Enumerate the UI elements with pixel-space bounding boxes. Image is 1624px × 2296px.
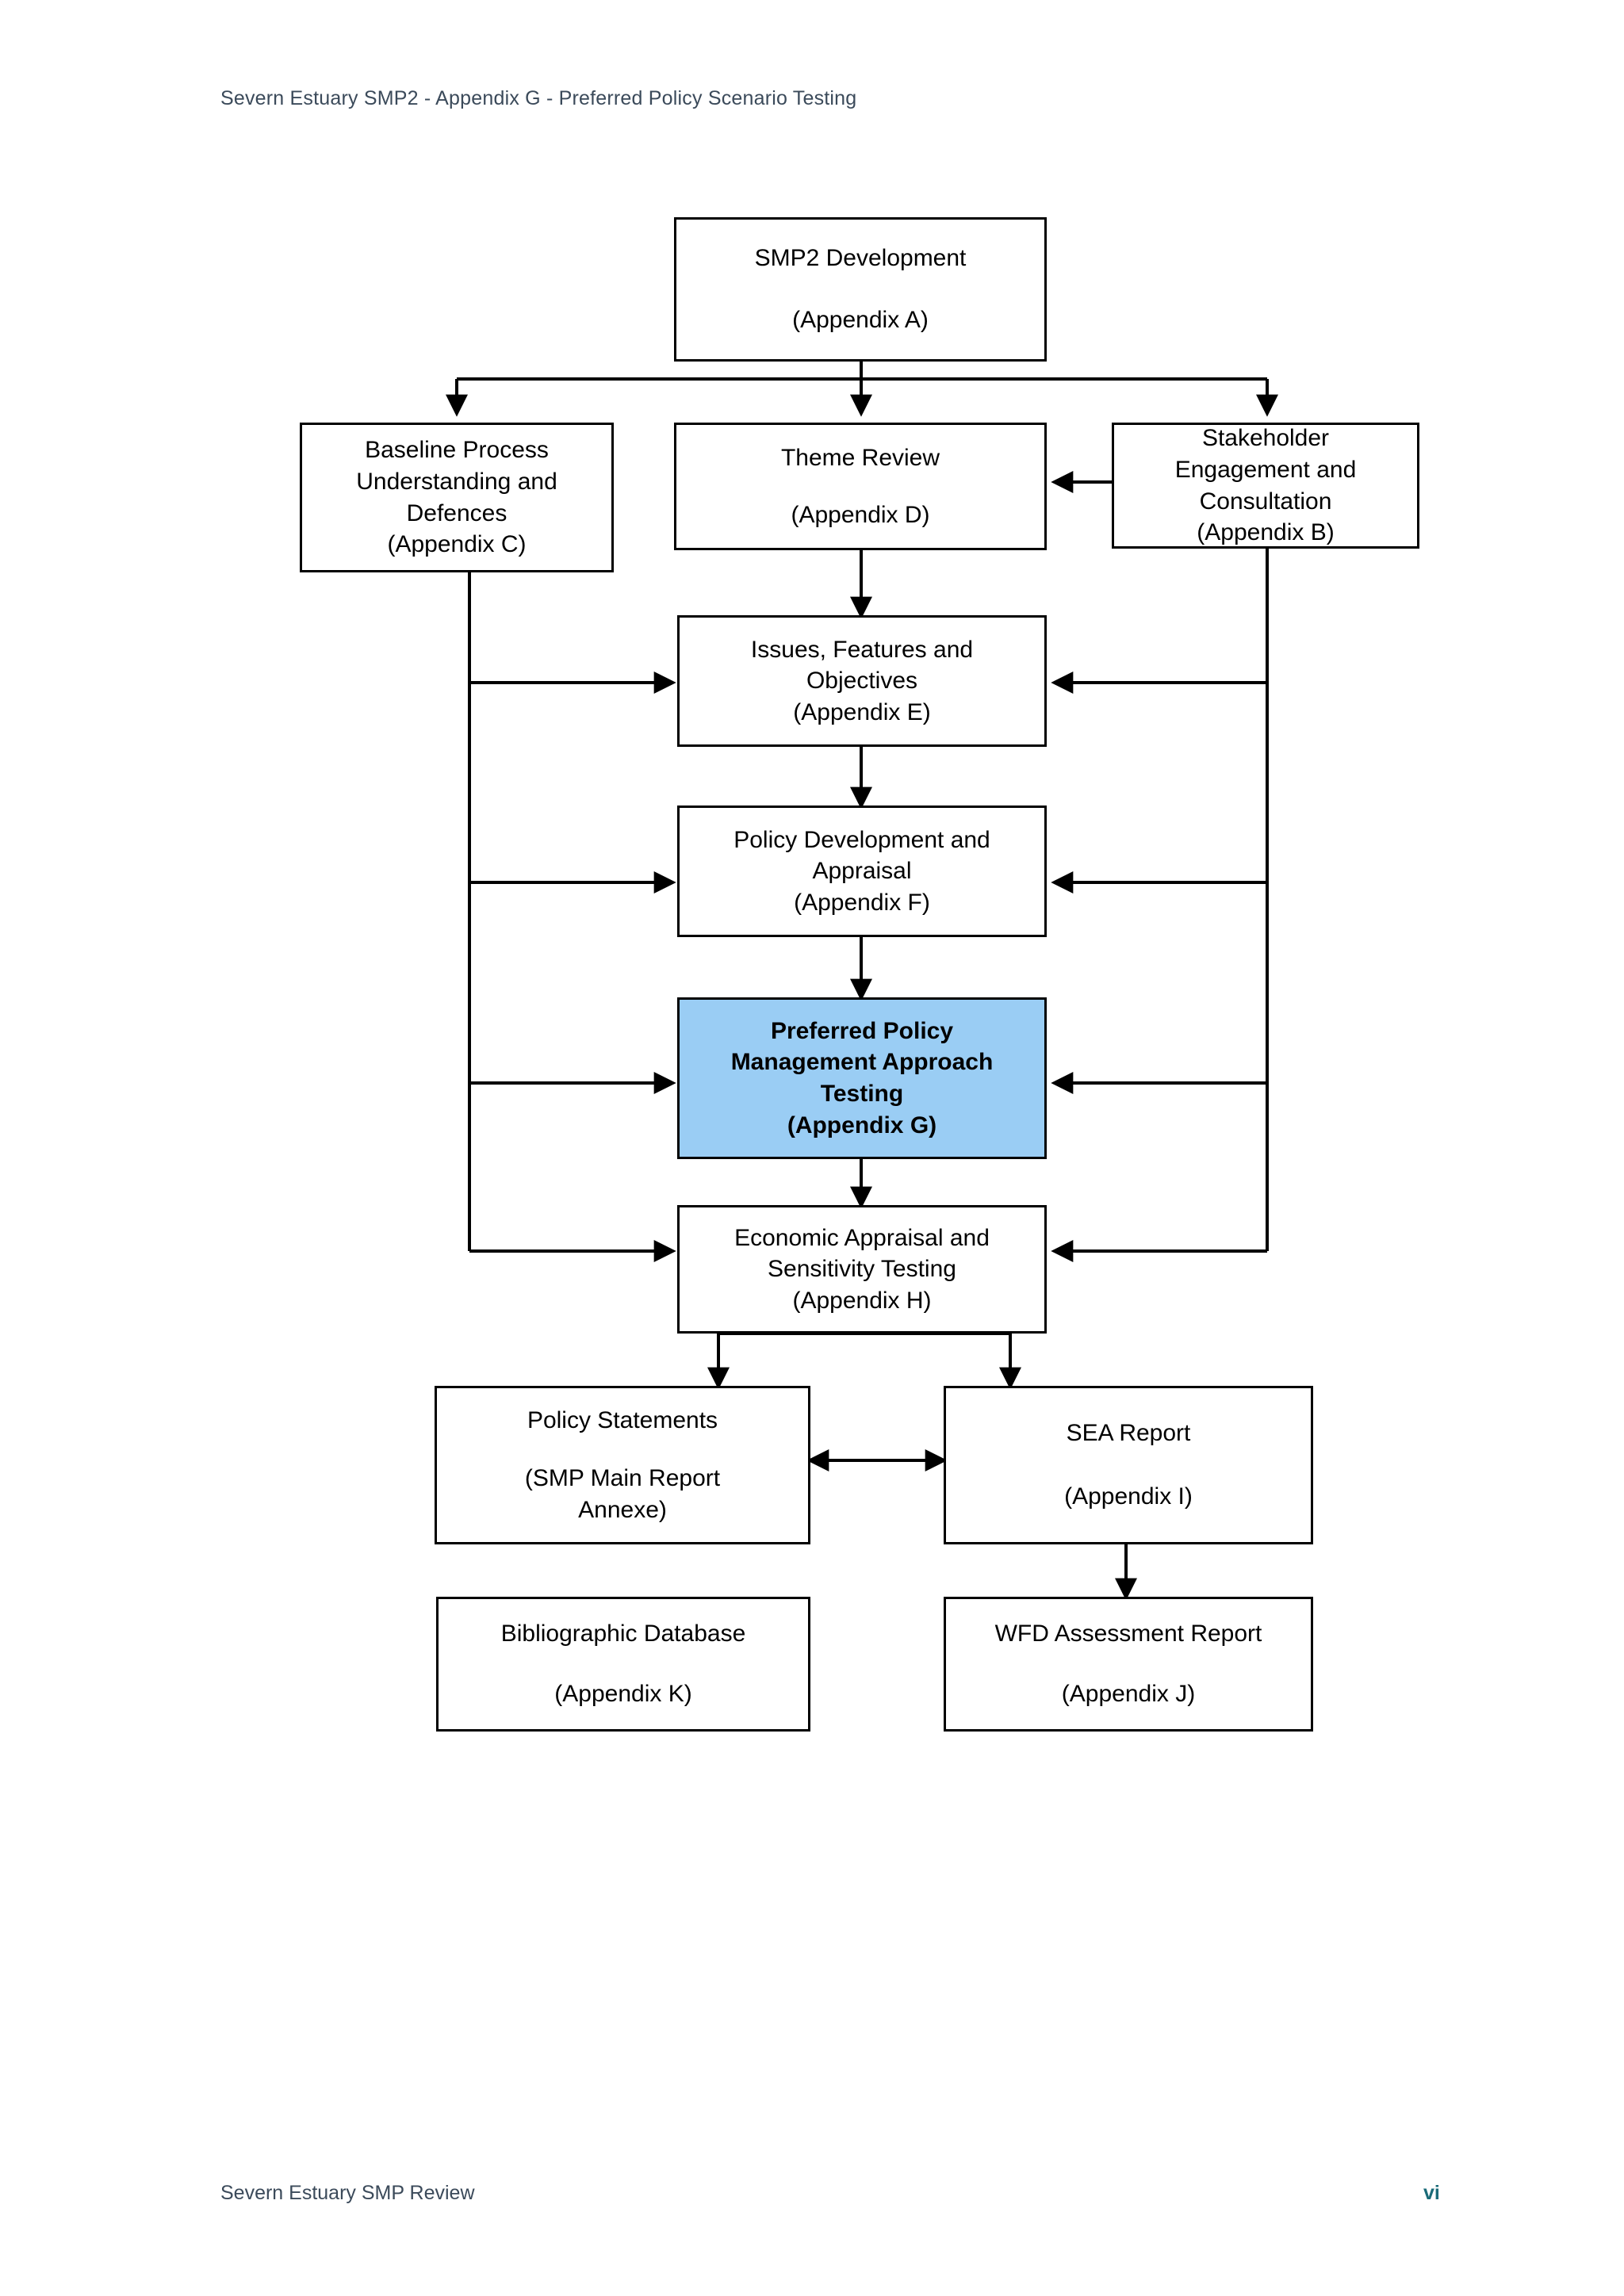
node-line: Engagement and (1174, 456, 1357, 483)
node-line: Theme Review (780, 444, 940, 471)
footer-page-number: vi (1423, 2182, 1440, 2204)
node-line: Management Approach (730, 1049, 994, 1076)
node-line: (Appendix J) (1061, 1681, 1196, 1707)
node-line: (Appendix F) (794, 889, 930, 916)
node-line: Issues, Features and (750, 636, 974, 663)
node-line: (Appendix G) (787, 1112, 937, 1138)
node-line: (Appendix A) (792, 307, 929, 333)
footer-document-title: Severn Estuary SMP Review (220, 2182, 475, 2204)
node-wfd-assessment-report[interactable]: WFD Assessment Report (Appendix J) (944, 1597, 1313, 1732)
node-line: (Appendix E) (793, 698, 931, 725)
node-theme-review[interactable]: Theme Review (Appendix D) (674, 423, 1047, 550)
node-line: (SMP Main Report (524, 1465, 721, 1492)
node-policy-development-appraisal[interactable]: Policy Development and Appraisal (Append… (677, 806, 1047, 937)
node-preferred-policy-management-approach-testing[interactable]: Preferred Policy Management Approach Tes… (677, 997, 1047, 1159)
node-policy-statements[interactable]: Policy Statements (SMP Main Report Annex… (435, 1386, 810, 1544)
node-line: Appraisal (812, 858, 912, 885)
node-line: Sensitivity Testing (768, 1256, 956, 1283)
node-line: Testing (820, 1081, 904, 1107)
node-smp2-development[interactable]: SMP2 Development (Appendix A) (674, 217, 1047, 362)
node-line: WFD Assessment Report (994, 1621, 1262, 1647)
node-economic-appraisal-sensitivity-testing[interactable]: Economic Appraisal and Sensitivity Testi… (677, 1205, 1047, 1334)
node-line: (Appendix C) (387, 531, 527, 558)
node-line: (Appendix I) (1064, 1483, 1193, 1510)
node-line: (Appendix B) (1197, 519, 1335, 546)
document-header-text: Severn Estuary SMP2 - Appendix G - Prefe… (220, 87, 857, 109)
node-line: (Appendix K) (554, 1681, 692, 1707)
node-line: Baseline Process (365, 437, 549, 464)
node-stakeholder-engagement[interactable]: Stakeholder Engagement and Consultation … (1112, 423, 1419, 549)
node-line: Objectives (806, 668, 918, 695)
node-line: Bibliographic Database (500, 1621, 746, 1647)
node-line: Understanding and (356, 468, 557, 495)
node-line: Annexe) (578, 1496, 667, 1523)
node-line: (Appendix D) (791, 501, 930, 528)
node-sea-report[interactable]: SEA Report (Appendix I) (944, 1386, 1313, 1544)
node-bibliographic-database[interactable]: Bibliographic Database (Appendix K) (436, 1597, 810, 1732)
node-line: Defences (406, 499, 508, 526)
node-line: Consultation (1199, 488, 1332, 515)
node-line: Stakeholder (1201, 425, 1330, 452)
node-issues-features-objectives[interactable]: Issues, Features and Objectives (Appendi… (677, 615, 1047, 747)
node-line: SEA Report (1066, 1420, 1191, 1447)
node-line: Policy Development and (733, 826, 990, 853)
node-line: Economic Appraisal and (734, 1224, 990, 1251)
node-line: SMP2 Development (754, 245, 967, 272)
node-line: (Appendix H) (792, 1287, 932, 1314)
node-line: Preferred Policy (770, 1017, 954, 1044)
node-baseline-process[interactable]: Baseline Process Understanding and Defen… (300, 423, 614, 572)
node-line: Policy Statements (527, 1406, 718, 1433)
